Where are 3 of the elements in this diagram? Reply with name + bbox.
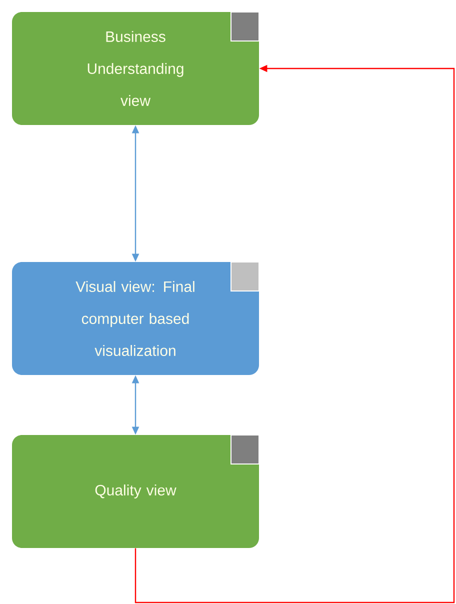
process-box: Quality view (12, 434, 260, 548)
process-box: Visual view: Final computer based visualization (12, 262, 260, 375)
process-box: Business Understanding view (12, 12, 260, 125)
